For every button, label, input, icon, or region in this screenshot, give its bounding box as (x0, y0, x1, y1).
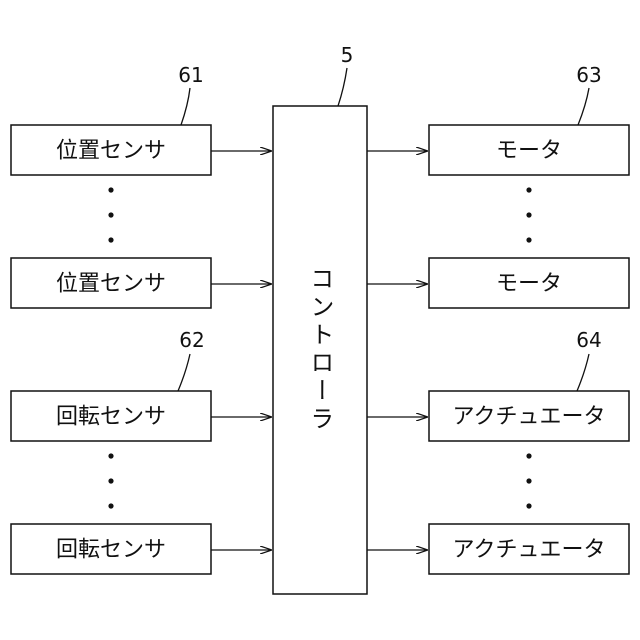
controller-ref-leader (338, 68, 347, 106)
output-label-3: アクチュエータ (453, 405, 606, 430)
output-label-1: モータ (496, 139, 562, 164)
ellipsis-left-top (108, 187, 113, 242)
ref-rotation-sensor: 62 (179, 328, 204, 352)
ellipsis-right-top (526, 187, 531, 242)
ref-motor-leader (578, 88, 589, 125)
ref-rotation-sensor-leader (178, 354, 190, 391)
output-label-4: アクチュエータ (453, 538, 606, 563)
input-label-4: 回転センサ (56, 538, 166, 563)
input-label-2: 位置センサ (56, 272, 166, 297)
controller-label: コントローラ (306, 266, 334, 434)
ref-position-sensor-leader (181, 88, 190, 125)
output-label-2: モータ (496, 272, 562, 297)
input-label-1: 位置センサ (56, 139, 166, 164)
ellipsis-right-bottom (526, 453, 531, 508)
ref-actuator: 64 (576, 328, 601, 352)
ref-motor: 63 (576, 63, 601, 87)
ref-actuator-leader (577, 354, 589, 391)
controller-ref: 5 (341, 43, 354, 67)
ref-position-sensor: 61 (178, 63, 203, 87)
input-label-3: 回転センサ (56, 405, 166, 430)
ellipsis-left-bottom (108, 453, 113, 508)
